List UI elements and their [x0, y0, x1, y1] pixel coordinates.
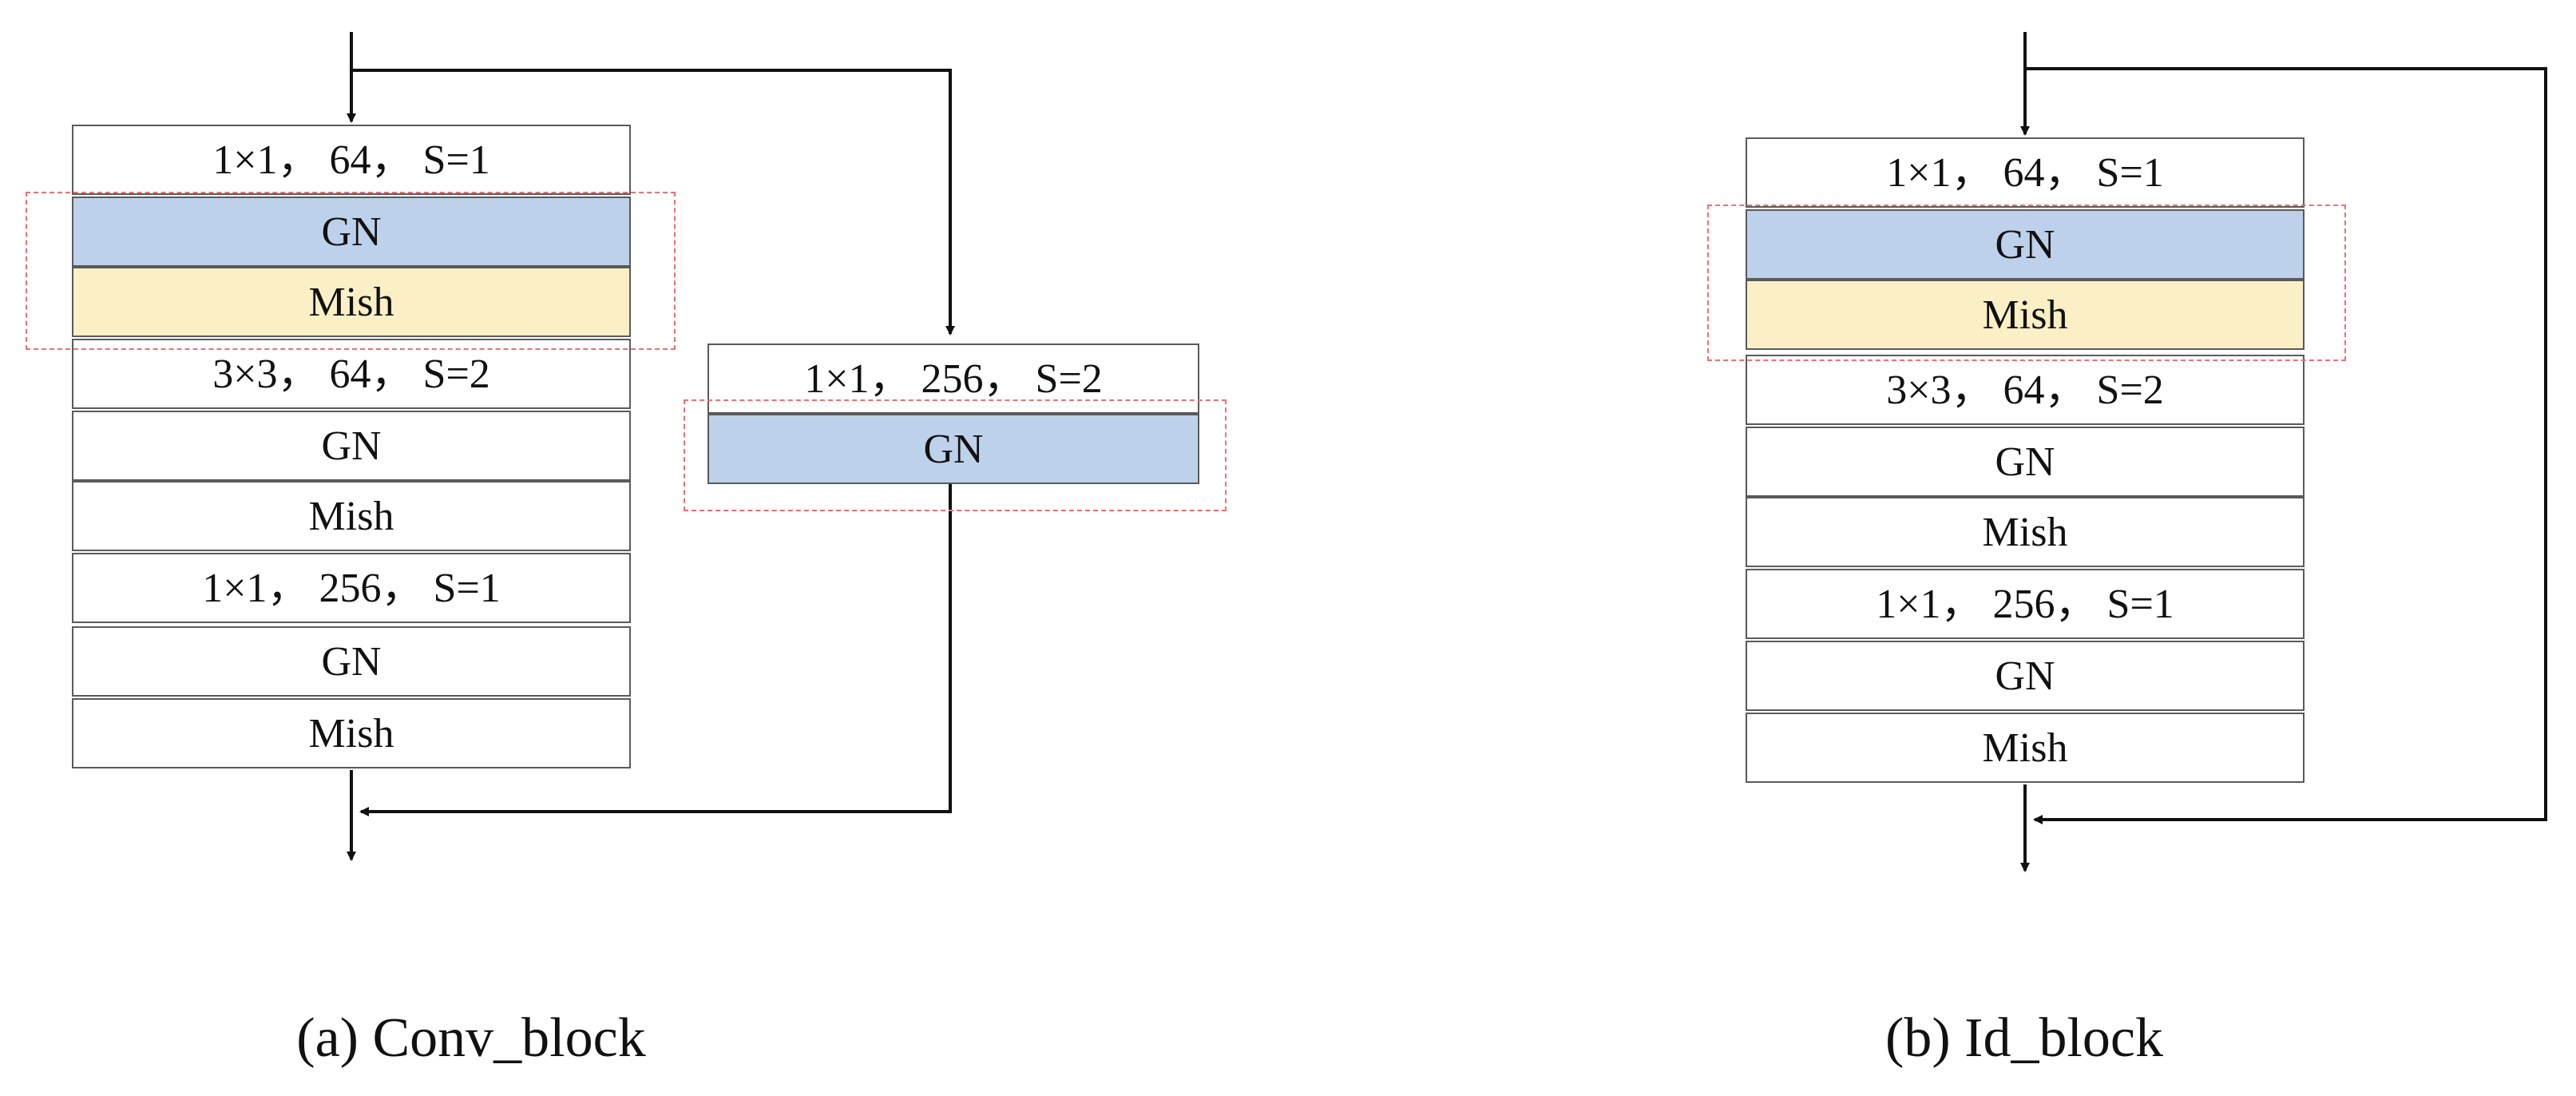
id-main-mish1: Mish [1746, 280, 2305, 350]
conv-main-conv1: 1×1， 64， S=1 [72, 125, 631, 195]
conv-shortcut-return-line [359, 484, 952, 816]
id-main-mish3: Mish [1746, 713, 2305, 783]
conv-main-mish3: Mish [72, 698, 631, 768]
conv-block-caption: (a) Conv_block [296, 1007, 646, 1069]
id-main-conv2: 3×3， 64， S=2 [1746, 355, 2305, 425]
shortcut-highlight-dashed-frame [684, 399, 1227, 511]
id-main-gn3: GN [1746, 641, 2305, 711]
conv-shortcut-branch-line [351, 69, 955, 336]
id-highlight-dashed-frame [1707, 205, 2346, 361]
id-skip-line [2025, 67, 2547, 824]
conv-highlight-dashed-frame [26, 192, 676, 350]
id-main-conv1: 1×1， 64， S=1 [1746, 137, 2305, 208]
conv-main-mish1: Mish [72, 267, 631, 337]
conv-main-mish2: Mish [72, 481, 631, 551]
conv-main-gn2: GN [72, 411, 631, 481]
conv-shortcut-gn: GN [707, 414, 1199, 484]
conv-main-gn3: GN [72, 626, 631, 697]
conv-main-conv2: 3×3， 64， S=2 [72, 339, 631, 409]
conv-main-conv3: 1×1， 256， S=1 [72, 553, 631, 623]
id-main-conv3: 1×1， 256， S=1 [1746, 569, 2305, 639]
id-block-caption: (b) Id_block [1885, 1007, 2163, 1069]
conv-main-gn1: GN [72, 197, 631, 267]
id-main-gn2: GN [1746, 427, 2305, 497]
conv-shortcut-conv: 1×1， 256， S=2 [707, 343, 1199, 414]
id-main-mish2: Mish [1746, 497, 2305, 567]
id-main-gn1: GN [1746, 209, 2305, 280]
